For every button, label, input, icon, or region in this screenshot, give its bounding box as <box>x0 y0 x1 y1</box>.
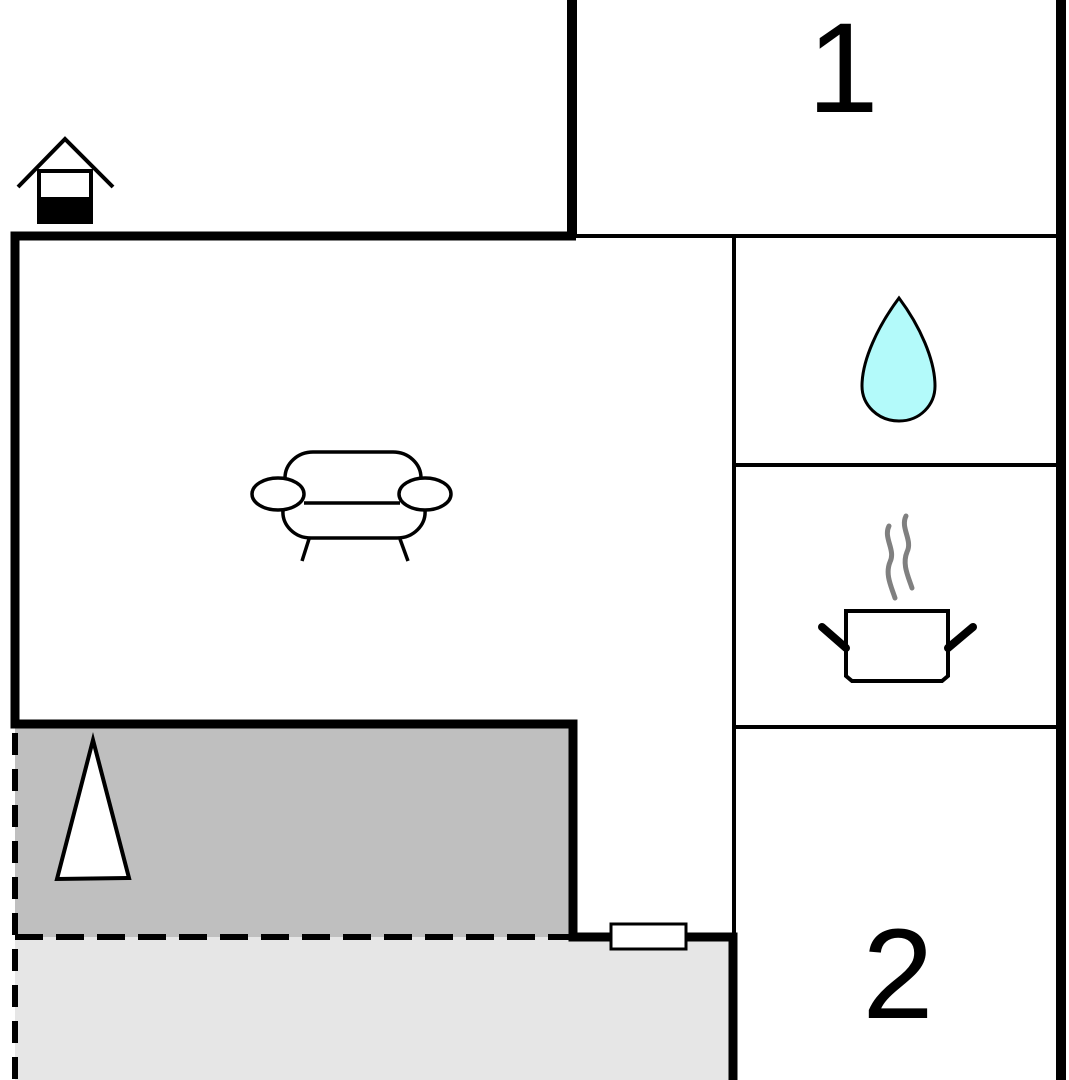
triangle-marker-icon <box>54 732 132 882</box>
room-number-2: 2 <box>862 903 933 1046</box>
house-icon <box>16 136 115 224</box>
sofa-icon <box>250 450 453 562</box>
water-drop-icon <box>860 295 937 423</box>
living-room-outer-wall <box>10 231 738 1080</box>
room-number-1: 1 <box>807 0 878 140</box>
open-terrace-area <box>15 937 733 1080</box>
cooking-pot-icon <box>818 513 977 683</box>
window-icon <box>609 922 688 951</box>
